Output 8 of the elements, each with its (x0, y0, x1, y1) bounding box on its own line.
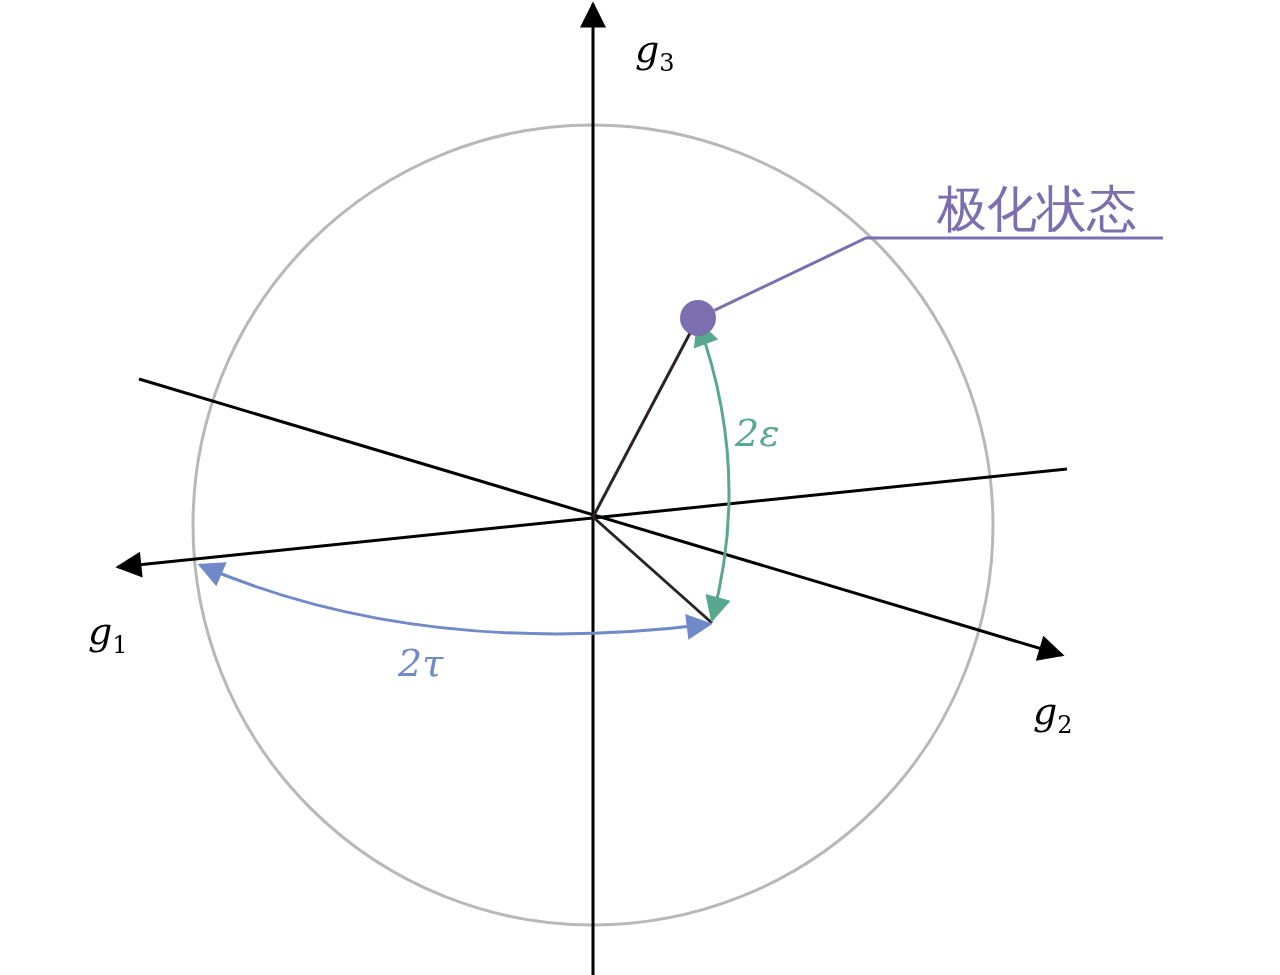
axis-label: g$_{1}$ (88, 612, 128, 657)
state-point (680, 300, 716, 336)
leader-line (713, 236, 1163, 312)
axis-label: g$_{3}$ (635, 30, 675, 75)
angle-label: 2ε (735, 414, 780, 452)
axis-label: g$_{2}$ (1033, 692, 1073, 737)
angle-label: 2τ (398, 644, 444, 682)
callout-label: 极化状态 (910, 180, 1163, 238)
